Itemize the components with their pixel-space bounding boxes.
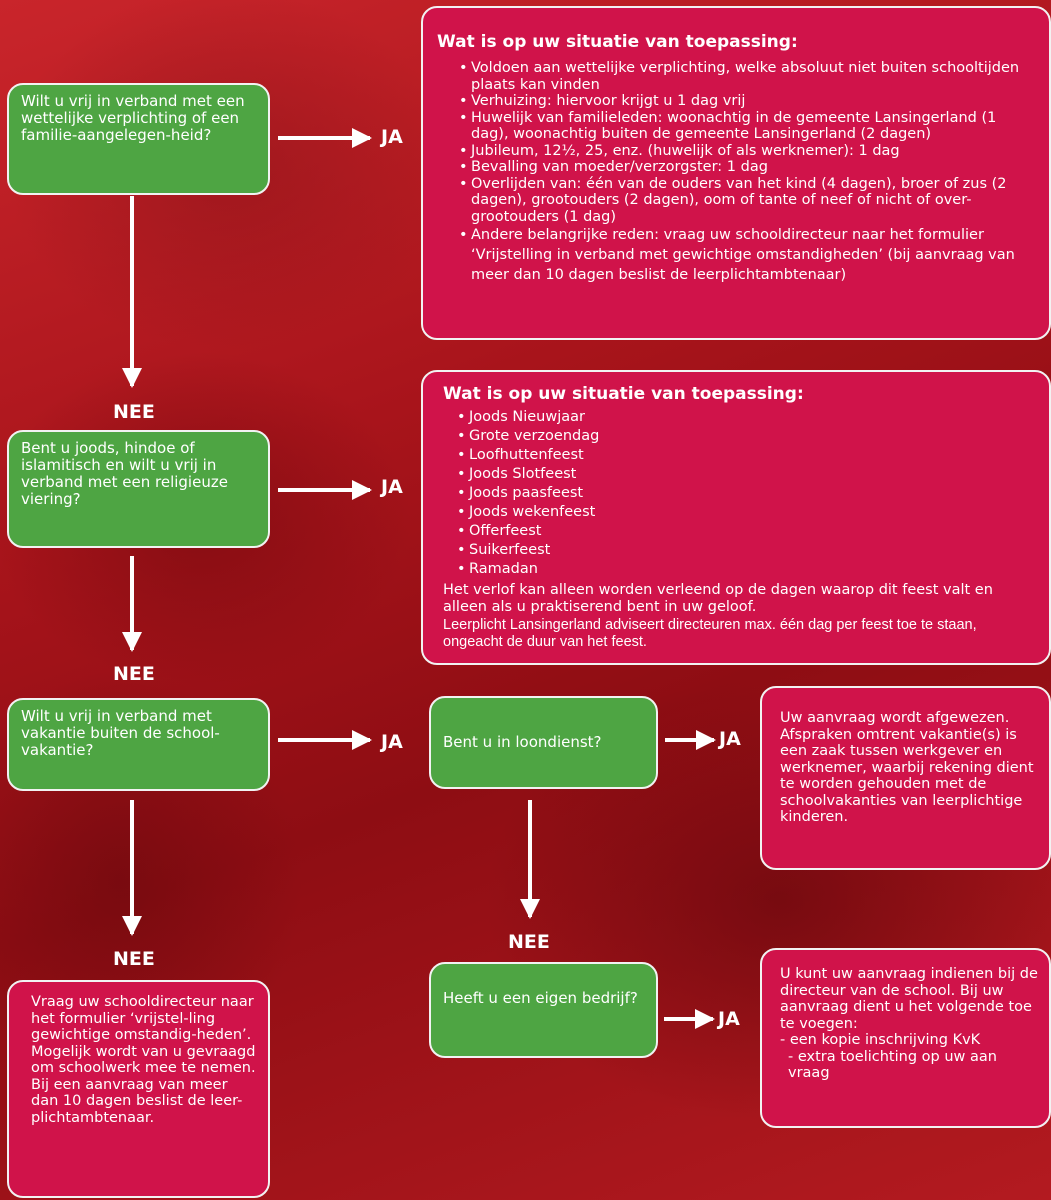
list-item: Loofhuttenfeest [457, 446, 1035, 465]
list-item: Joods Nieuwjaar [457, 408, 1035, 427]
question-religious: Bent u joods, hindoe of islamitisch en w… [7, 430, 270, 548]
label-nee-2: NEE [113, 663, 155, 685]
outcome-loondienst: Uw aanvraag wordt afgewezen. Afspraken o… [760, 686, 1051, 870]
list-item: Grote verzoendag [457, 427, 1035, 446]
list-item: Huwelijk van familieleden: woonachtig in… [459, 110, 1033, 143]
list-item: - een kopie inschrijving KvK [780, 1032, 981, 1048]
label-ja-2: JA [381, 476, 403, 498]
info-note: Het verlof kan alleen worden verleend op… [443, 582, 993, 615]
label-ja-5: JA [718, 1008, 740, 1030]
list-item: Ramadan [457, 560, 1035, 579]
list-item: Bevalling van moeder/verzorgster: 1 dag [459, 159, 1033, 176]
list-item: Jubileum, 12½, 25, enz. (huwelijk of als… [459, 143, 1033, 160]
question-legal-family: Wilt u vrij in verband met een wettelijk… [7, 83, 270, 195]
label-nee-3: NEE [113, 948, 155, 970]
info-title: Wat is op uw situatie van toepassing: [437, 32, 798, 52]
list-item: Joods paasfeest [457, 484, 1035, 503]
list-item: Voldoen aan wettelijke verplichting, wel… [459, 60, 1033, 93]
list-item: Overlijden van: één van de ouders van he… [459, 176, 1033, 226]
label-ja-1: JA [381, 126, 403, 148]
list-item: Offerfeest [457, 522, 1035, 541]
outcome-final: Vraag uw schooldirecteur naar het formul… [7, 980, 270, 1198]
question-employed: Bent u in loondienst? [429, 696, 658, 789]
info-box-legal-family: Wat is op uw situatie van toepassing: Vo… [421, 6, 1051, 340]
list-item: Suikerfeest [457, 541, 1035, 560]
label-ja-4: JA [719, 728, 741, 750]
list-item: Joods wekenfeest [457, 503, 1035, 522]
label-ja-3: JA [381, 731, 403, 753]
info-note: Leerplicht Lansingerland adviseert direc… [443, 617, 977, 650]
list-item: - extra toelichting op uw aan vraag [788, 1048, 997, 1082]
outcome-text: U kunt uw aanvraag indienen bij de direc… [780, 966, 1038, 1032]
question-holiday: Wilt u vrij in verband met vakantie buit… [7, 698, 270, 791]
outcome-own-business: U kunt uw aanvraag indienen bij de direc… [760, 948, 1051, 1128]
list-item: Andere belangrijke reden: vraag uw schoo… [459, 225, 1033, 285]
list-item: Verhuizing: hiervoor krijgt u 1 dag vrij [459, 93, 1033, 110]
info-box-religious: Wat is op uw situatie van toepassing: Jo… [421, 370, 1051, 665]
label-nee-4: NEE [508, 931, 550, 953]
list-item: Joods Slotfeest [457, 465, 1035, 484]
info-title: Wat is op uw situatie van toepassing: [443, 384, 804, 404]
label-nee-1: NEE [113, 401, 155, 423]
question-own-business: Heeft u een eigen bedrijf? [429, 962, 658, 1058]
